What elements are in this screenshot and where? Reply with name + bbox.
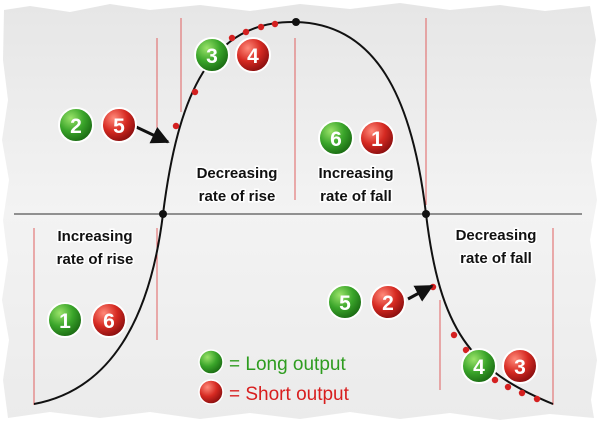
badge-pair-1-6: 1 6 [47,302,127,338]
red-badge-number: 4 [247,45,259,68]
phase-label-increasing-rise: Increasing [57,228,132,245]
green-badge-number: 1 [59,310,71,333]
red-badge-number: 5 [113,115,125,138]
arrow-to-curve [407,284,434,302]
legend-long-output: = Long output [229,354,346,375]
green-badge-number: 5 [339,292,351,315]
legend: = Long output = Short output [198,349,350,405]
legend-short-output: = Short output [229,384,350,405]
phase-label-decreasing-rise: Decreasing [197,165,278,182]
peak-dot [292,18,300,26]
green-badge-number: 3 [206,45,218,68]
legend-red-dot [198,379,224,405]
arrow-to-curve [131,123,170,144]
phase-label-increasing-fall: Increasing [318,165,393,182]
red-badge-number: 2 [382,292,394,315]
red-badge-number: 3 [514,356,526,379]
green-badge-number: 6 [330,128,342,151]
badge-pair-6-1: 6 1 [318,120,395,156]
badge-pair-3-4: 3 4 [194,37,271,73]
phase-label-decreasing-fall: Decreasing [456,227,537,244]
phase-label-decreasing-fall: rate of fall [460,250,532,267]
badge-pair-5-2: 5 2 [327,284,406,320]
badge-pair-2-5: 2 5 [58,107,137,143]
zero-crossing-dot [422,210,430,218]
badge-pair-4-3: 4 3 [461,348,538,384]
torn-paper-background [2,3,597,420]
phase-label-increasing-rise: rate of rise [57,251,134,268]
green-badge-number: 2 [70,115,82,138]
green-badge-number: 4 [473,356,485,379]
phase-label-decreasing-rise: rate of rise [199,188,276,205]
phase-dividers [33,18,554,405]
phase-label-increasing-fall: rate of fall [320,188,392,205]
red-badge-number: 6 [103,310,115,333]
zero-crossing-dot [159,210,167,218]
red-badge-number: 1 [371,128,383,151]
legend-green-dot [198,349,224,375]
